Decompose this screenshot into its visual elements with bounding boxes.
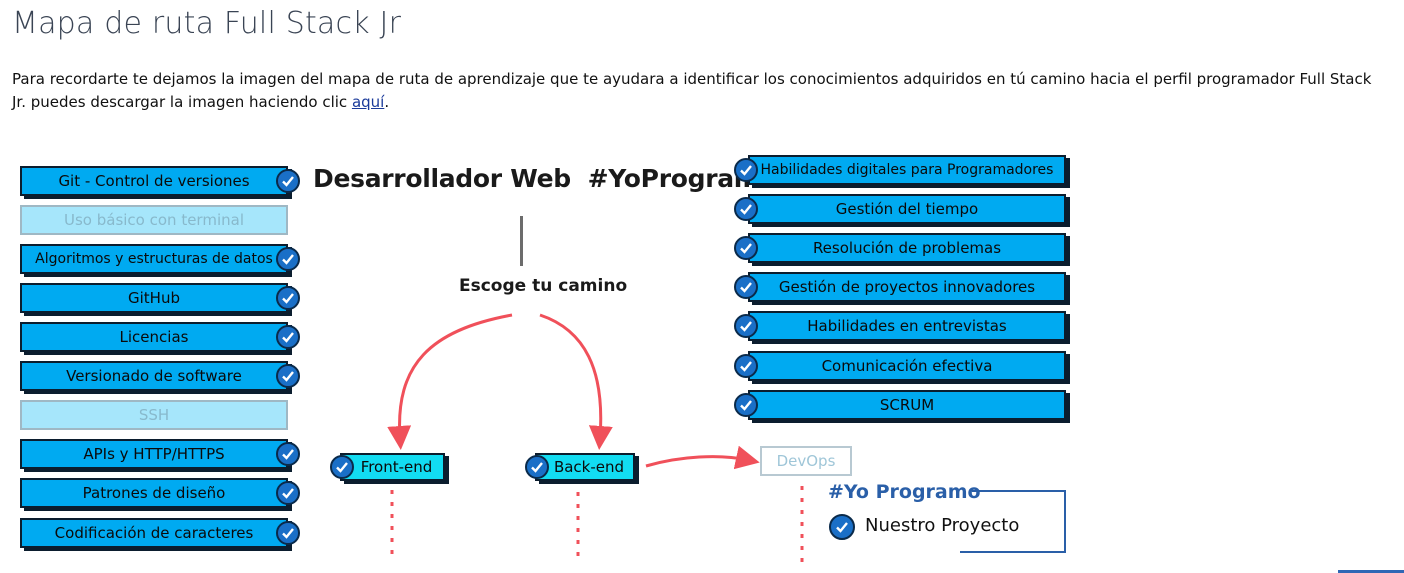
check-icon [734,393,758,417]
heading-divider [520,216,523,266]
soft-skill-problemas: Resolución de problemas [734,233,1066,263]
skill-codificacion: Codificación de caracteres [20,518,300,548]
skill-terminal: Uso básico con terminal [20,205,288,235]
path-label: Front-end [360,458,433,476]
soft-skill-digital: Habilidades digitales para Programadores [734,155,1066,185]
skill-git: Git - Control de versiones [20,166,300,196]
check-icon [734,354,758,378]
soft-skill-tiempo: Gestión del tiempo [734,194,1066,224]
skill-label: Codificación de caracteres [54,524,254,542]
skill-label: SSH [138,406,170,424]
check-icon [276,286,300,310]
arrow-to-frontend [387,313,513,450]
soft-skill-comunicacion: Comunicación efectiva [734,351,1066,381]
skill-label: SCRUM [879,396,935,414]
skill-github: GitHub [20,283,300,313]
skill-label: Git - Control de versiones [58,172,250,190]
check-icon [330,455,354,479]
yo-programo-brand: #Yo Programo [828,481,981,503]
soft-skill-entrevistas: Habilidades en entrevistas [734,311,1066,341]
check-icon [734,158,758,182]
soft-skill-scrum: SCRUM [734,390,1066,420]
path-label: Back-end [553,458,625,476]
skill-label: Licencias [119,328,189,346]
check-icon [734,275,758,299]
skill-label: Gestión del tiempo [835,200,979,218]
check-icon [276,169,300,193]
scroll-indicator [1338,570,1404,573]
check-icon [734,314,758,338]
page-title: Mapa de ruta Full Stack Jr [12,6,402,41]
skill-label: Gestión de proyectos innovadores [778,278,1036,296]
soft-skill-proyectos: Gestión de proyectos innovadores [734,272,1066,302]
choose-path-label: Escoge tu camino [459,276,628,296]
intro-text: Para recordarte te dejamos la imagen del… [12,70,1372,111]
skill-licencias: Licencias [20,322,300,352]
skill-versionado: Versionado de software [20,361,300,391]
check-icon [525,455,549,479]
skill-ssh: SSH [20,400,288,430]
skill-label: Algoritmos y estructuras de datos [35,251,273,267]
intro-end: . [384,93,390,111]
check-icon [276,521,300,545]
skill-label: Versionado de software [66,367,242,385]
check-icon [276,247,300,271]
skill-label: Uso básico con terminal [64,211,244,229]
path-label: DevOps [776,452,836,470]
intro-paragraph: Para recordarte te dejamos la imagen del… [12,68,1387,114]
path-backend: Back-end [525,453,635,481]
check-icon [829,514,855,540]
project-frame [960,490,1066,553]
arrow-to-devops [645,445,760,470]
skill-patrones: Patrones de diseño [20,478,300,508]
roadmap-image: Git - Control de versiones Uso básico co… [0,140,1404,573]
skill-label: Patrones de diseño [82,484,226,502]
check-icon [276,442,300,466]
check-icon [734,236,758,260]
path-devops: DevOps [760,446,852,476]
arrow-to-backend [539,313,613,450]
check-icon [276,364,300,388]
path-frontend: Front-end [330,453,445,481]
path-arrows [387,313,1066,565]
skill-algorithms: Algoritmos y estructuras de datos [20,244,300,274]
project-label: Nuestro Proyecto [865,515,1020,536]
check-icon [276,325,300,349]
download-link[interactable]: aquí [351,93,385,111]
skill-label: Habilidades digitales para Programadores [760,162,1054,178]
skill-label: Comunicación efectiva [821,357,993,375]
skill-label: APIs y HTTP/HTTPS [83,445,225,463]
skill-label: GitHub [128,289,180,307]
skill-label: Habilidades en entrevistas [807,317,1007,335]
skill-label: Resolución de problemas [812,239,1002,257]
check-icon [734,197,758,221]
check-icon [276,481,300,505]
skill-apis: APIs y HTTP/HTTPS [20,439,300,469]
